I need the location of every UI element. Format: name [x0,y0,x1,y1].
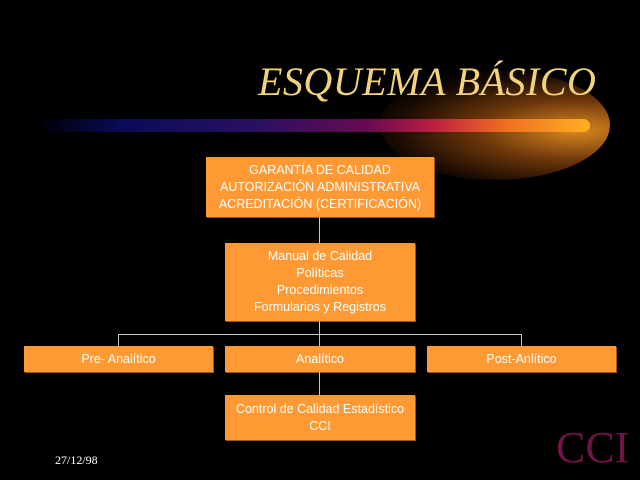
box-line: Manual de Calidad [267,249,373,263]
box-line: Políticas [296,266,344,280]
quality-assurance-box: GARANTÍA DE CALIDAD AUTORIZACIÓN ADMINIS… [206,157,434,217]
connector-line [319,334,320,346]
box-label: Pre- Analítico [81,351,156,366]
box-line: Formularios y Registros [254,300,386,314]
connector-line [319,321,320,334]
connector-line [319,372,320,395]
slide-title: ESQUEMA BÁSICO [258,59,597,104]
box-line: ACREDITACIÓN (CERTIFICACIÓN) [218,196,422,211]
post-analytic-box: Post-Anlítico [427,346,616,372]
slide-date: 27/12/98 [55,453,98,467]
connector-line [319,217,320,243]
statistical-control-box: Control de Calidad Estadístico CCI [225,395,415,440]
box-line: Control de Calidad Estadístico [235,401,405,416]
box-line: AUTORIZACIÓN ADMINISTRATIVA [219,179,421,194]
box-line: CCI [309,418,331,433]
box-label: Post-Anlítico [486,351,557,366]
box-label: Analítico [296,351,344,366]
analytic-box: Analítico [225,346,415,372]
decorative-streak [38,119,590,132]
cci-logo: CCI [556,423,630,472]
connector-line [118,334,522,335]
quality-manual-box: Manual de Calidad Políticas Procedimient… [225,243,415,321]
connector-line [118,334,119,346]
pre-analytic-box: Pre- Analítico [24,346,213,372]
box-line: GARANTÍA DE CALIDAD [249,162,391,177]
box-line: Procedimientos [276,283,364,297]
connector-line [521,334,522,346]
